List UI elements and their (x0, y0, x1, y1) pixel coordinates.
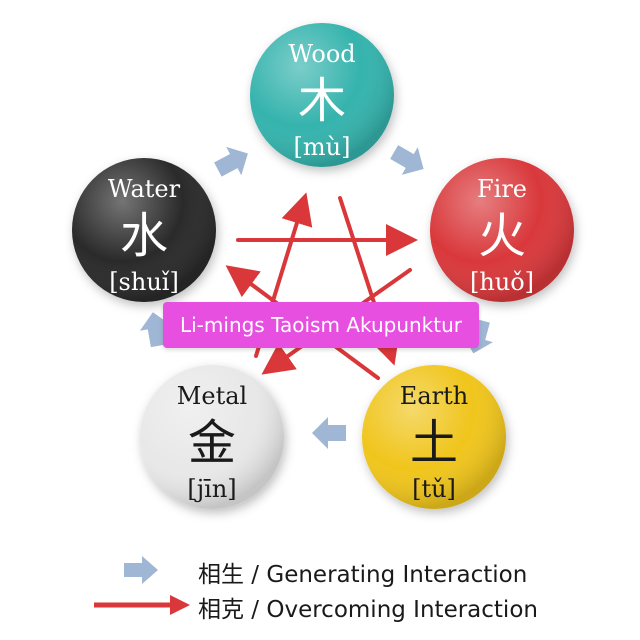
fire-pinyin: [huǒ] (470, 268, 534, 296)
legend-overcoming: 相克 / Overcoming Interaction (0, 588, 640, 623)
water-pinyin: [shuǐ] (109, 268, 179, 296)
legend-generating: 相生 / Generating Interaction (0, 553, 640, 588)
title-banner: Li-mings Taoism Akupunktur (163, 302, 479, 348)
red-arrow-icon (94, 595, 190, 615)
fire-hanzi: 火 (478, 208, 526, 264)
wood-hanzi: 木 (298, 73, 346, 129)
metal-pinyin: [jīn] (187, 475, 236, 503)
metal-label: Metal (177, 382, 247, 410)
earth-label: Earth (400, 382, 468, 410)
element-water: Water 水 [shuǐ] (72, 158, 216, 302)
wood-label: Wood (288, 40, 355, 68)
wood-pinyin: [mù] (294, 133, 351, 161)
legend-generating-text: 相生 / Generating Interaction (198, 562, 528, 588)
element-wood: Wood 木 [mù] (250, 23, 394, 167)
generating-arrow-wood-fire (390, 145, 424, 175)
water-label: Water (108, 175, 181, 203)
generating-arrow-earth-metal (312, 417, 346, 449)
generating-arrow-water-wood (214, 146, 248, 177)
earth-hanzi: 土 (410, 415, 458, 471)
element-metal: Metal 金 [jīn] (140, 365, 284, 509)
element-fire: Fire 火 [huǒ] (430, 158, 574, 302)
overcoming-arrows (225, 192, 418, 380)
light-blue-arrow-icon (124, 556, 158, 584)
metal-hanzi: 金 (188, 415, 236, 471)
water-hanzi: 水 (120, 208, 168, 264)
fire-label: Fire (477, 175, 527, 203)
earth-pinyin: [tǔ] (412, 475, 456, 503)
legend-overcoming-text: 相克 / Overcoming Interaction (198, 597, 538, 623)
element-earth: Earth 土 [tǔ] (362, 365, 506, 509)
